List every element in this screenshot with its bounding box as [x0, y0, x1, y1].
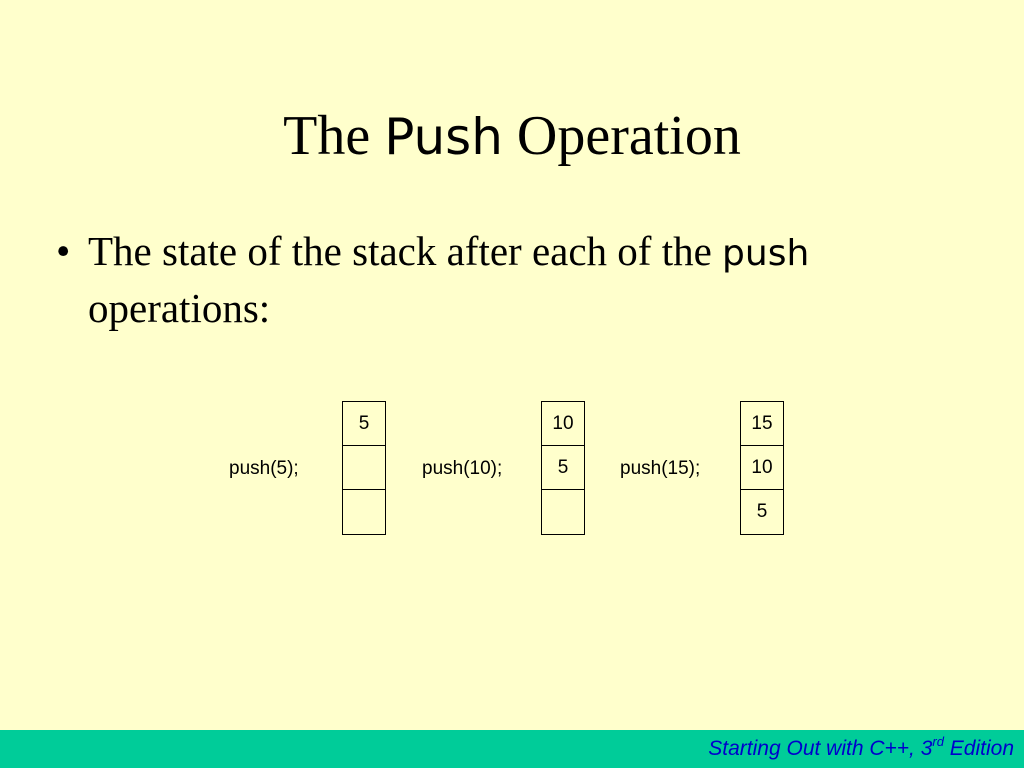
stack-cell: [343, 490, 385, 534]
bullet-text-part-3: operations:: [88, 285, 271, 331]
bullet-dot: •: [56, 228, 71, 274]
bullet-text-part-1: The state of the stack after each of the: [88, 228, 723, 274]
title-part-3: Operation: [502, 105, 741, 167]
stack-diagram-1: 5: [342, 401, 386, 535]
footer-text-main: Starting Out with C++, 3: [708, 737, 933, 760]
stack-label-push-5: push(5);: [229, 458, 299, 479]
stack-diagram-3: 15 10 5: [740, 401, 784, 535]
footer-book-title: Starting Out with C++, 3rd Edition: [708, 734, 1014, 761]
title-part-2: Push: [384, 108, 503, 166]
slide-title: The Push Operation: [0, 100, 1024, 173]
bullet-text-part-2: push: [722, 233, 810, 274]
stack-cell: 5: [343, 402, 385, 446]
title-part-1: The: [283, 105, 385, 167]
footer-bar: Starting Out with C++, 3rd Edition: [0, 730, 1024, 768]
stack-label-push-10: push(10);: [422, 458, 503, 479]
stack-cell: 5: [756, 501, 768, 522]
stack-label-push-15: push(15);: [620, 458, 701, 479]
stack-cell: 5: [542, 446, 584, 490]
stack-diagram-2: 10 5: [541, 401, 585, 535]
bullet-text: The state of the stack after each of the…: [88, 224, 956, 336]
footer-text-end: Edition: [943, 737, 1014, 760]
stack-cell: [542, 490, 584, 534]
footer-text-superscript: rd: [932, 734, 944, 749]
stack-cell: 10: [741, 446, 783, 490]
bullet-item: • The state of the stack after each of t…: [56, 224, 956, 336]
stack-cell: 10: [542, 402, 584, 446]
stack-cell: [343, 446, 385, 490]
stack-cell: 15: [741, 402, 783, 446]
